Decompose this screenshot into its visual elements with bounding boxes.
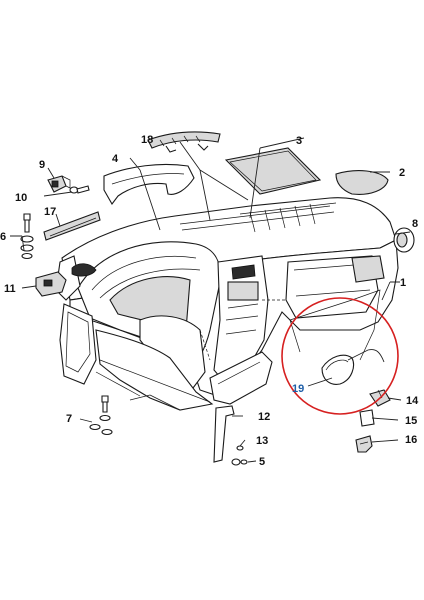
part-2-speaker-cover	[335, 170, 389, 195]
callout-11: 11	[4, 283, 16, 295]
callout-7: 7	[66, 413, 72, 425]
part-9-clip	[47, 175, 71, 193]
part-6-screw-washers	[20, 213, 34, 260]
callout-6: 6	[0, 231, 6, 243]
callout-9: 9	[39, 159, 45, 171]
part-8-end-cap	[393, 227, 415, 253]
callout-2: 2	[399, 167, 405, 179]
callout-1: 1	[400, 277, 406, 289]
part-18-handle	[147, 131, 221, 153]
part-15-block	[359, 409, 375, 427]
callout-18: 18	[141, 134, 153, 146]
callout-17: 17	[44, 206, 56, 218]
part-16-latch	[355, 435, 373, 453]
callout-5: 5	[259, 456, 265, 468]
glovebox-outline	[289, 289, 381, 361]
dashboard-assembly	[55, 197, 399, 411]
part-7-screws-washers	[89, 395, 113, 436]
callout-14: 14	[406, 395, 419, 407]
callout-13: 13	[256, 435, 268, 447]
highlight-circle	[281, 297, 399, 415]
callout-8: 8	[412, 218, 418, 230]
callout-10: 10	[15, 192, 27, 204]
callout-12: 12	[258, 411, 270, 423]
part-12-bracket	[213, 405, 235, 463]
part-5-nut	[231, 458, 248, 466]
part-10-screw	[69, 185, 90, 194]
callout-16: 16	[405, 434, 417, 446]
part-4-grab-handle	[103, 163, 195, 205]
part-11-switch-block	[35, 271, 67, 297]
callout-4: 4	[112, 153, 119, 165]
part-19-cover-rod	[321, 349, 385, 385]
callout-19: 19	[292, 383, 304, 395]
part-17-trim-strip	[43, 211, 101, 241]
part-13-bolt	[236, 445, 244, 451]
leader-lines	[10, 137, 411, 463]
part-3-panel	[224, 147, 322, 195]
callout-15: 15	[405, 415, 417, 427]
callout-3: 3	[296, 135, 302, 147]
